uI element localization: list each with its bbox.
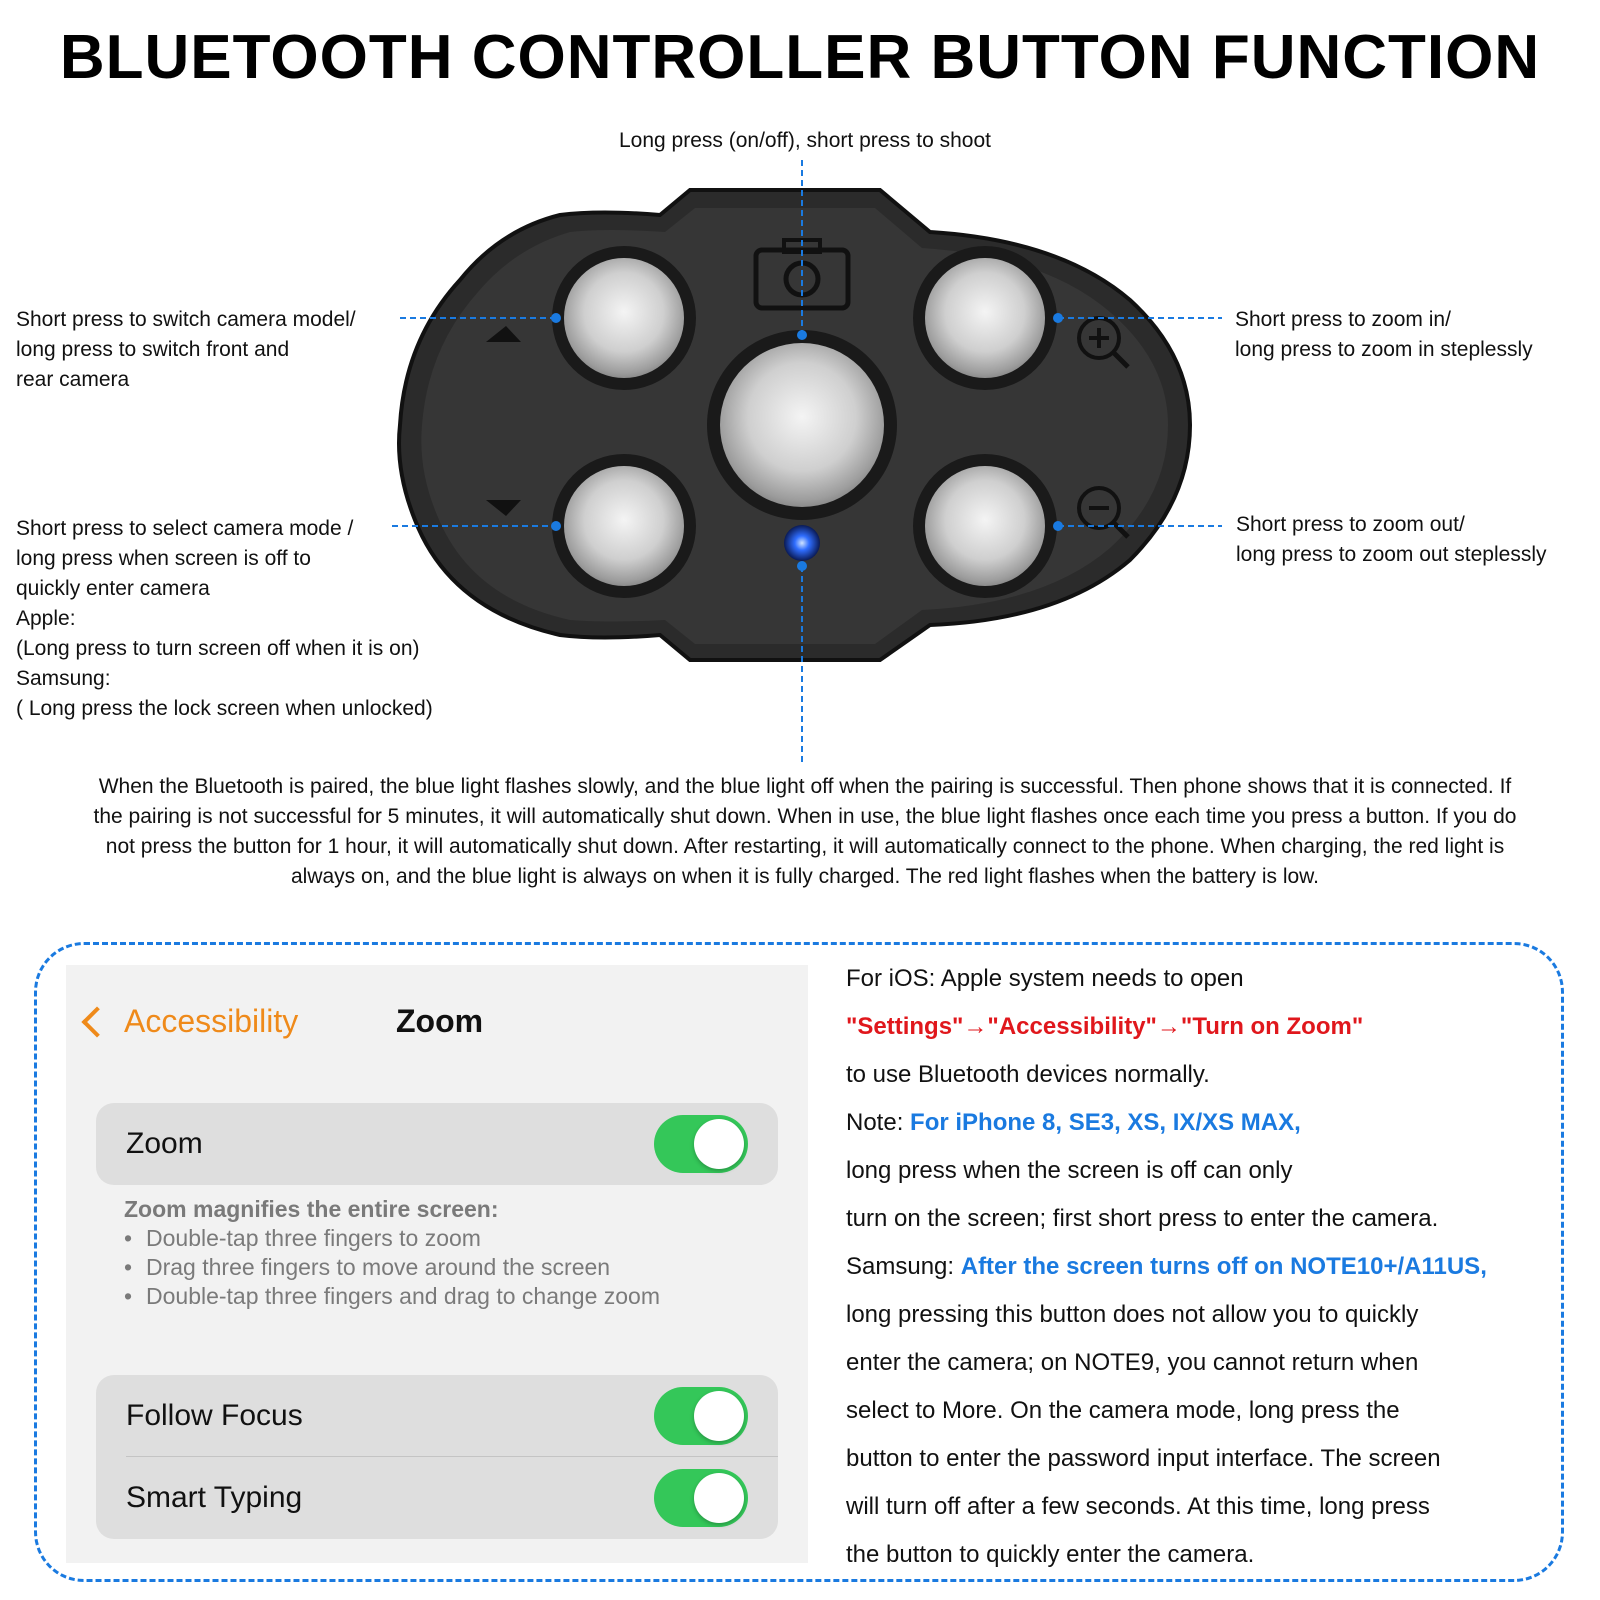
page-title: BLUETOOTH CONTROLLER BUTTON FUNCTION	[59, 23, 1541, 92]
callout-select-mode: Short press to select camera mode / long…	[16, 514, 433, 724]
instruction-line: turn on the screen; first short press to…	[846, 1205, 1439, 1232]
instruction-line: long pressing this button does not allow…	[846, 1301, 1419, 1328]
callout-line: long press to zoom in steplessly	[1235, 338, 1533, 361]
zoom-footer: Zoom magnifies the entire screen: Double…	[124, 1195, 660, 1311]
zoom-out-icon	[1077, 486, 1130, 539]
toggle-knob	[694, 1391, 744, 1441]
smart-typing-row: Smart Typing	[96, 1457, 778, 1539]
button-center-shutter	[707, 330, 897, 520]
callout-line: (Long press to turn screen off when it i…	[16, 637, 420, 660]
callout-line: ( Long press the lock screen when unlock…	[16, 697, 433, 720]
instruction-line: For iOS: Apple system needs to open	[846, 965, 1244, 992]
triangle-down-icon	[486, 500, 521, 516]
callout-zoom-in: Short press to zoom in/ long press to zo…	[1235, 305, 1533, 365]
follow-focus-label: Follow Focus	[126, 1399, 303, 1432]
nav-title: Zoom	[396, 1003, 484, 1039]
callout-line: Samsung:	[16, 667, 111, 690]
chevron-left-icon	[81, 1005, 113, 1038]
smart-typing-toggle[interactable]	[654, 1469, 748, 1527]
instruction-line: the button to quickly enter the camera.	[846, 1541, 1255, 1568]
instruction-line: Note: For iPhone 8, SE3, XS, IX/XS MAX,	[846, 1099, 1556, 1147]
callout-line: long press to switch front and	[16, 338, 290, 361]
callout-shutter: Long press (on/off), short press to shoo…	[619, 129, 991, 152]
samsung-prefix: Samsung:	[846, 1253, 961, 1280]
blue-led-icon	[784, 525, 820, 561]
button-upper-left	[552, 246, 696, 390]
callout-switch-camera: Short press to switch camera model/ long…	[16, 305, 356, 395]
instructions-frame	[34, 942, 1564, 1582]
samsung-models: After the screen turns off on NOTE10+/A1…	[960, 1253, 1487, 1280]
back-button[interactable]: Accessibility	[81, 1003, 299, 1040]
footer-item: Double-tap three fingers and drag to cha…	[124, 1282, 660, 1311]
zoom-group: Zoom	[96, 1103, 778, 1185]
follow-focus-toggle[interactable]	[654, 1387, 748, 1445]
zoom-label: Zoom	[126, 1127, 203, 1160]
toggle-knob	[694, 1119, 744, 1169]
toggle-knob	[694, 1473, 744, 1523]
controller-illustration	[392, 160, 1222, 762]
focus-typing-group: Follow Focus Smart Typing	[96, 1375, 778, 1539]
callout-line: long press to zoom out steplessly	[1236, 543, 1547, 566]
bluetooth-description: When the Bluetooth is paired, the blue l…	[93, 775, 1517, 888]
iphone-models: For iPhone 8, SE3, XS, IX/XS MAX,	[910, 1109, 1301, 1136]
callout-line: Short press to zoom in/	[1235, 308, 1451, 331]
back-label: Accessibility	[124, 1003, 299, 1039]
callout-line: quickly enter camera	[16, 577, 210, 600]
footer-item: Double-tap three fingers to zoom	[124, 1224, 660, 1253]
instruction-line: to use Bluetooth devices normally.	[846, 1061, 1210, 1088]
callout-line: Short press to switch camera model/	[16, 308, 356, 331]
callout-line: Apple:	[16, 607, 76, 630]
footer-item: Drag three fingers to move around the sc…	[124, 1253, 660, 1282]
instruction-line: select to More. On the camera mode, long…	[846, 1397, 1400, 1424]
zoom-row: Zoom	[96, 1103, 778, 1185]
callout-zoom-out: Short press to zoom out/ long press to z…	[1236, 510, 1547, 570]
footer-heading: Zoom magnifies the entire screen:	[124, 1196, 499, 1222]
callout-line: Short press to select camera mode /	[16, 517, 354, 540]
callout-line: long press when screen is off to	[16, 547, 311, 570]
button-upper-right	[913, 246, 1057, 390]
instruction-line: long press when the screen is off can on…	[846, 1157, 1293, 1184]
instruction-line: will turn off after a few seconds. At th…	[846, 1493, 1430, 1520]
smart-typing-label: Smart Typing	[126, 1481, 303, 1514]
button-lower-right	[913, 454, 1057, 598]
instruction-line: enter the camera; on NOTE9, you cannot r…	[846, 1349, 1419, 1376]
instruction-line: Samsung: After the screen turns off on N…	[846, 1243, 1556, 1291]
note-prefix: Note:	[846, 1109, 911, 1136]
zoom-toggle[interactable]	[654, 1115, 748, 1173]
ios-zoom-settings-screen: Accessibility Zoom Zoom Zoom magnifies t…	[66, 965, 808, 1563]
button-lower-left	[552, 454, 696, 598]
setup-instructions: For iOS: Apple system needs to open "Set…	[846, 955, 1556, 1579]
instruction-line: button to enter the password input inter…	[846, 1445, 1441, 1472]
triangle-up-icon	[486, 326, 521, 342]
callout-line: rear camera	[16, 368, 130, 391]
callout-line: Short press to zoom out/	[1236, 513, 1465, 536]
follow-focus-row: Follow Focus	[96, 1375, 778, 1457]
settings-path: "Settings"→"Accessibility"→"Turn on Zoom…	[846, 1013, 1364, 1040]
